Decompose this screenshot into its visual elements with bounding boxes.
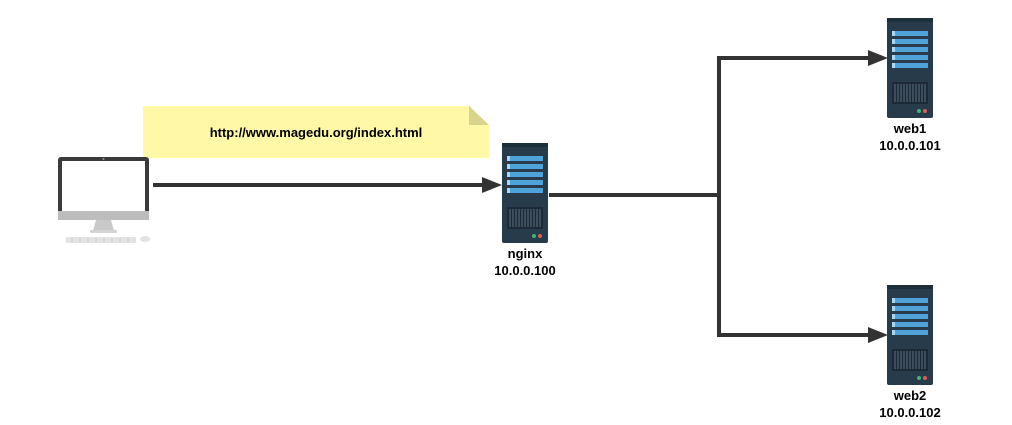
edge-junction-to-web1 [717,56,870,195]
web1-label: web1 10.0.0.101 [850,120,970,154]
nginx-ip: 10.0.0.100 [494,263,556,278]
arrowhead-nginx [482,177,502,193]
arrowhead-web1 [868,50,888,66]
url-note [143,106,489,158]
server-icon [886,17,934,119]
server-icon [886,284,934,386]
web1-name: web1 [893,121,927,136]
nginx-label: nginx 10.0.0.100 [465,245,585,279]
web2-name: web2 [893,388,927,403]
server-icon [501,142,549,244]
arrowhead-web2 [868,327,888,343]
url-note-text: http://www.magedu.org/index.html [209,124,423,140]
web2-ip: 10.0.0.102 [879,405,941,420]
web2-label: web2 10.0.0.102 [850,387,970,421]
web1-ip: 10.0.0.101 [879,138,941,153]
nginx-name: nginx [507,246,543,261]
edge-junction-to-web2 [717,195,870,337]
desktop-computer-icon [58,157,150,243]
